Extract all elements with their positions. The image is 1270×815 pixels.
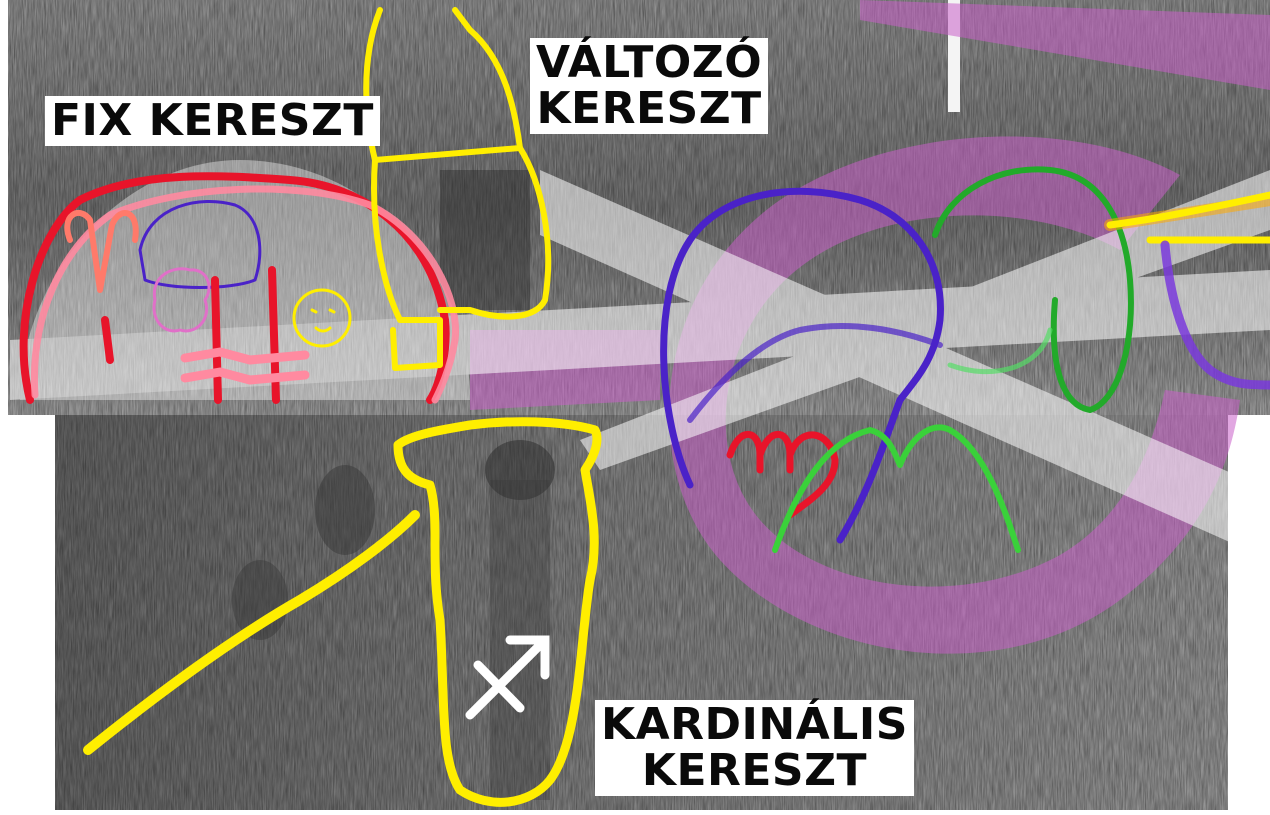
kardinalis-kereszt-label: KARDINÁLIS KERESZT [595,700,914,796]
fix-kereszt-label: FIX KERESZT [45,96,380,146]
kardinalis-line2: KERESZT [601,748,908,794]
red-col-3 [105,320,110,360]
red-col-1 [215,280,218,400]
kardinalis-line1: KARDINÁLIS [601,702,908,748]
valtozo-kereszt-label: VÁLTOZÓ KERESZT [530,38,768,134]
fix-kereszt-text: FIX KERESZT [51,98,374,144]
valtozo-line1: VÁLTOZÓ [536,40,762,86]
valtozo-line2: KERESZT [536,86,762,132]
